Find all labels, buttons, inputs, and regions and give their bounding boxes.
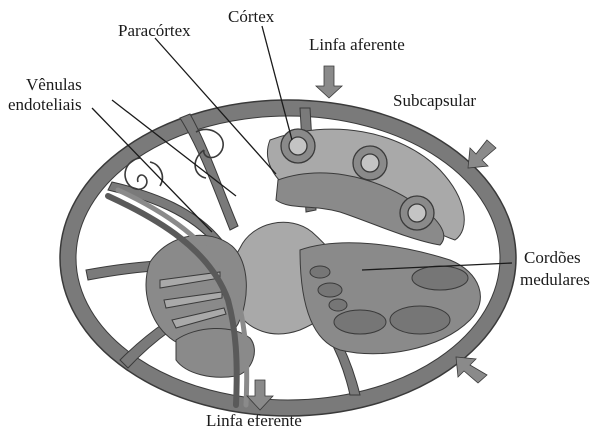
label-venules-line1: Vênulas	[26, 75, 82, 94]
label-subcapsular: Subcapsular	[393, 91, 476, 110]
label-venules-line2: endoteliais	[8, 95, 82, 114]
label-afferent-lymph: Linfa aferente	[309, 35, 405, 54]
label-cortex: Córtex	[228, 7, 275, 26]
label-medullary-cords-line1: Cordões	[524, 248, 581, 267]
label-efferent-lymph: Linfa eferente	[206, 411, 302, 430]
label-medullary-cords-line2: medulares	[520, 270, 590, 289]
label-paracortex: Paracórtex	[118, 21, 191, 40]
